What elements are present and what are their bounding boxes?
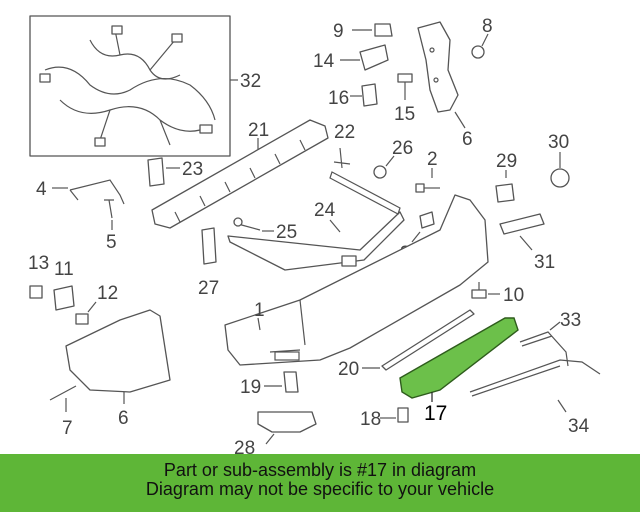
info-line-part: Part or sub-assembly is #17 in diagram	[163, 460, 477, 480]
part-33-strip[interactable]	[519, 331, 569, 367]
label-18: 18	[360, 409, 381, 430]
part-34-strip[interactable]	[469, 359, 601, 397]
label-25: 25	[276, 222, 297, 243]
label-1: 1	[254, 300, 265, 321]
label-2: 2	[427, 149, 438, 170]
part-2-bolt[interactable]	[415, 183, 425, 193]
label-16: 16	[328, 88, 349, 109]
label-31: 31	[534, 252, 555, 273]
label-9: 9	[333, 21, 344, 42]
part-6-lower-panel[interactable]	[65, 309, 171, 393]
part-1-bumper-cover[interactable]	[224, 194, 489, 366]
label-30: 30	[548, 132, 569, 153]
part-12-screw[interactable]	[75, 313, 89, 325]
part-8-clip[interactable]	[471, 45, 485, 59]
label-23: 23	[182, 159, 203, 180]
label-24: 24	[314, 200, 336, 221]
label-17: 17	[424, 402, 447, 425]
part-24-reinforcement[interactable]	[227, 211, 405, 271]
label-21: 21	[248, 120, 269, 141]
part-20-molding[interactable]	[381, 309, 475, 371]
part-19-clip[interactable]	[283, 371, 299, 393]
part-5-screw[interactable]	[104, 199, 114, 219]
part-23-pad[interactable]	[147, 157, 165, 187]
part-7-screw[interactable]	[49, 385, 77, 401]
label-26: 26	[392, 138, 413, 159]
label-11: 11	[54, 259, 74, 280]
parts-diagram: 32 9 14 16 15 6 8 21 23 22 26 2 4 5	[28, 15, 601, 454]
part-29-sensor[interactable]	[495, 183, 515, 203]
label-19: 19	[240, 377, 261, 398]
part-3-clip[interactable]	[419, 211, 435, 229]
label-8: 8	[482, 16, 493, 37]
label-4: 4	[36, 179, 47, 200]
info-line-disclaimer: Diagram may not be specific to your vehi…	[145, 479, 495, 499]
part-31-bracket[interactable]	[499, 213, 545, 235]
part-21-energy-absorber[interactable]	[151, 119, 329, 229]
part-13-clip[interactable]	[29, 285, 43, 299]
label-6-lower: 6	[118, 408, 129, 429]
part-9-clip[interactable]	[374, 23, 393, 37]
label-12: 12	[97, 283, 118, 304]
label-28: 28	[234, 438, 255, 454]
part-11-bracket[interactable]	[53, 285, 75, 311]
info-banner: Part or sub-assembly is #17 in diagram D…	[0, 454, 640, 512]
label-15: 15	[394, 104, 415, 125]
label-33: 33	[560, 310, 581, 331]
part-10-screw[interactable]	[471, 289, 487, 299]
label-27: 27	[198, 278, 219, 299]
part-15-screw[interactable]	[397, 73, 413, 83]
label-34: 34	[568, 416, 590, 437]
label-5: 5	[106, 232, 117, 253]
part-4-bracket[interactable]	[69, 179, 125, 205]
label-22: 22	[334, 122, 355, 143]
label-13: 13	[28, 253, 49, 274]
part-17-skid-plate[interactable]	[399, 317, 519, 399]
label-10: 10	[503, 285, 524, 306]
part-22-stud[interactable]	[333, 147, 351, 169]
label-29: 29	[496, 151, 517, 172]
part-6-upper-bracket[interactable]	[417, 21, 459, 113]
part-26-grommet[interactable]	[373, 165, 387, 179]
label-14: 14	[313, 51, 335, 72]
label-20: 20	[338, 359, 359, 380]
part-32-wiring-harness[interactable]	[29, 15, 238, 157]
part-30-sensor[interactable]	[550, 168, 570, 188]
part-18-clip[interactable]	[397, 407, 409, 423]
label-6-upper: 6	[462, 129, 473, 150]
part-28-reflector[interactable]	[257, 411, 317, 433]
label-7: 7	[62, 418, 73, 439]
part-14-bracket[interactable]	[359, 44, 389, 71]
part-27-bracket[interactable]	[201, 227, 217, 265]
label-32: 32	[240, 71, 261, 92]
part-25-bolt[interactable]	[237, 223, 261, 231]
part-16-clip[interactable]	[361, 83, 378, 107]
